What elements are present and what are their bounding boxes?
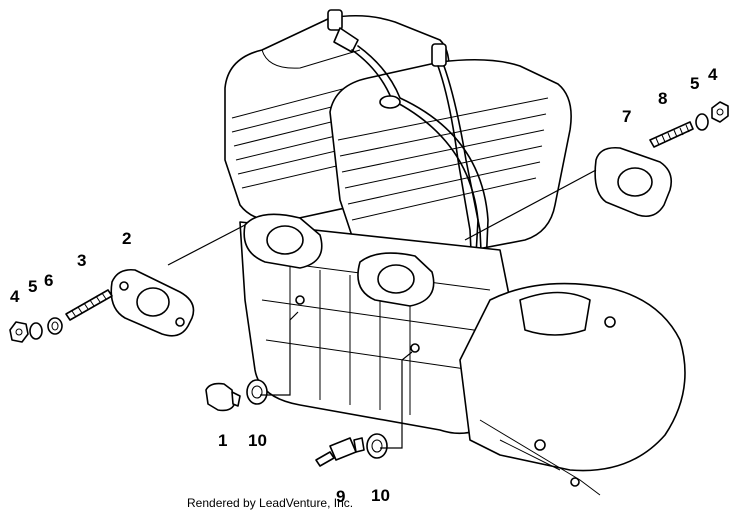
- drain-plug: [205, 382, 241, 412]
- intake-flange-right: [594, 146, 673, 218]
- lock-washer-right: [695, 113, 709, 131]
- callout-10-upper: 10: [248, 431, 267, 450]
- callout-8: 8: [658, 89, 668, 108]
- nut-left: [9, 321, 29, 343]
- nut-right: [711, 101, 729, 123]
- stud-left: [65, 289, 113, 321]
- callout-9: 9: [336, 487, 346, 506]
- stud-right: [649, 121, 694, 148]
- callout-4-right: 4: [708, 65, 718, 84]
- front-cylinder-head: [329, 58, 572, 264]
- callout-1: 1: [218, 431, 228, 450]
- washer-left: [47, 317, 63, 335]
- callout-6: 6: [44, 271, 54, 290]
- breather-fitting: [315, 437, 365, 467]
- intake-flange-left: [110, 268, 195, 337]
- generator-cover: [459, 282, 686, 496]
- callout-5-right: 5: [690, 74, 700, 93]
- washer-10-lower: [366, 433, 388, 459]
- callout-5-left: 5: [28, 277, 38, 296]
- crankcase: [239, 221, 511, 435]
- callout-4-left: 4: [10, 287, 20, 306]
- callout-7: 7: [622, 107, 632, 126]
- leader-lines: [167, 169, 597, 449]
- callout-10-lower: 10: [371, 486, 390, 505]
- callout-3: 3: [77, 251, 87, 270]
- callout-2: 2: [122, 229, 132, 248]
- intake-ports: [243, 213, 435, 307]
- footer-credit: Rendered by LeadVenture, Inc.: [187, 496, 354, 510]
- washer-10-upper: [246, 379, 268, 405]
- lock-washer-left: [29, 322, 43, 340]
